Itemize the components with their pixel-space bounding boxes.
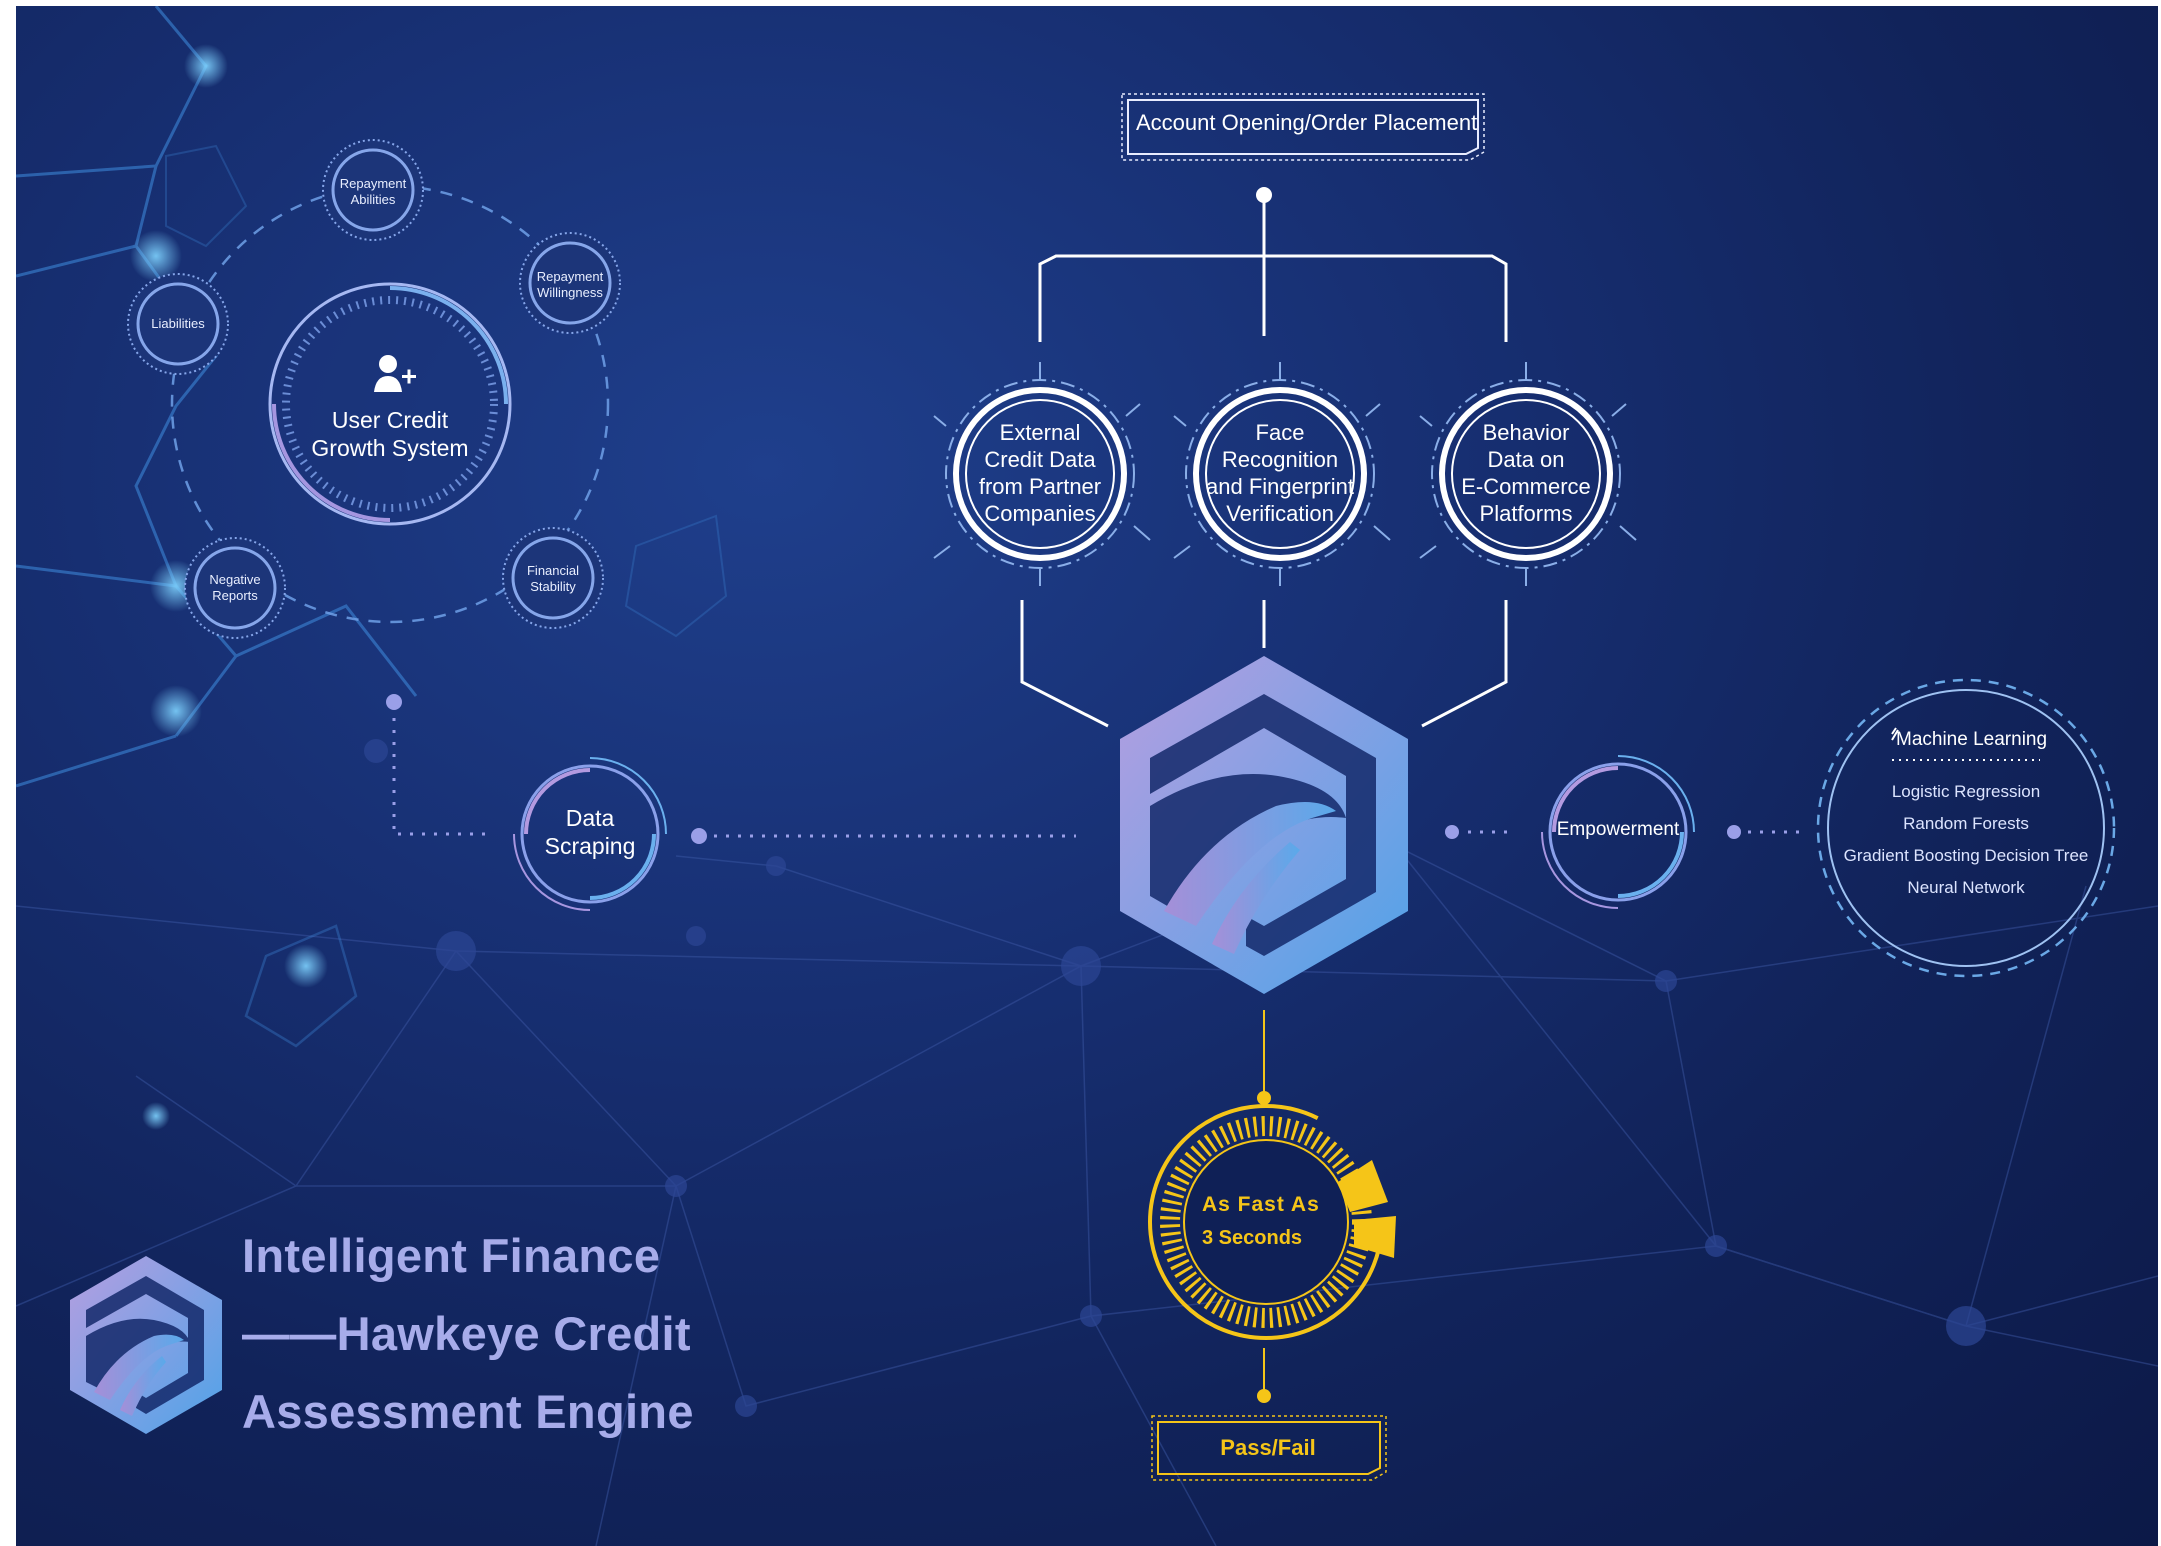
satellite-text: Financial — [526, 563, 580, 578]
satellite-text: Stability — [530, 578, 576, 594]
credit-system-cluster — [170, 184, 610, 624]
empowerment-label: Empowerment — [1556, 819, 1680, 840]
header-box — [1121, 93, 1485, 161]
satellite-rings — [127, 139, 621, 639]
title-line-1: Intelligent Finance — [242, 1229, 661, 1282]
satellite-negative-reports: Negative Reports — [185, 572, 285, 603]
data-source-line: Platforms — [1479, 501, 1573, 527]
satellite-text: Willingness — [537, 284, 603, 300]
data-source-line: External — [999, 420, 1081, 445]
hawkeye-logo-icon — [1120, 656, 1408, 994]
satellite-repayment-willingness: Repayment Willingness — [520, 269, 620, 300]
data-source-line: and Fingerprint — [1206, 474, 1354, 500]
data-scraping-line: Data — [565, 805, 615, 831]
speed-line-2: 3 Seconds — [1202, 1227, 1303, 1249]
credit-system-line-2: Growth System — [311, 435, 469, 462]
result-box — [1151, 1415, 1387, 1481]
diagram-graphics — [16, 6, 2158, 1546]
satellite-liabilities: Liabilities — [128, 316, 228, 332]
data-source-line: Data on — [1487, 447, 1565, 473]
brand-logo-icon — [70, 1256, 222, 1434]
data-source-line: Companies — [984, 501, 1096, 527]
result-label: Pass/Fail — [1220, 1435, 1316, 1460]
data-source-line: Credit Data — [984, 447, 1096, 473]
machine-learning-title: Machine Learning — [1896, 729, 2048, 750]
satellite-text: Repayment — [536, 269, 604, 284]
satellite-financial-stability: Financial Stability — [503, 563, 603, 594]
data-source-line: from Partner — [978, 474, 1102, 500]
data-source-external-credit: External Credit Data from Partner Compan… — [960, 419, 1120, 527]
ml-item: Logistic Regression — [1891, 782, 2041, 801]
satellite-text: Abilities — [350, 191, 396, 207]
title-line-3: Assessment Engine — [242, 1385, 694, 1438]
data-scraping-ring — [386, 694, 1076, 911]
user-add-icon — [374, 355, 416, 392]
data-source-line: Verification — [1226, 501, 1334, 527]
data-source-line: Recognition — [1221, 447, 1339, 473]
data-source-line: E-Commerce — [1461, 474, 1591, 500]
speed-line-1: As Fast As — [1202, 1193, 1320, 1216]
network-nodes — [364, 739, 1986, 1417]
satellite-text: Liabilities — [151, 316, 205, 331]
empowerment-ring — [1445, 755, 1804, 909]
credit-system-line-1: User Credit — [331, 407, 449, 433]
data-scraping-line: Scraping — [544, 833, 636, 860]
satellite-text: Repayment — [339, 176, 407, 191]
title-line-2: ——Hawkeye Credit — [242, 1307, 691, 1360]
data-source-biometric: Face Recognition and Fingerprint Verific… — [1195, 419, 1365, 527]
diagram-canvas: Account Opening/Order Placement User Cre… — [16, 6, 2158, 1546]
flow-connectors — [1020, 196, 1508, 728]
data-scraping-label: Data Scraping — [520, 804, 660, 861]
machine-learning-ring — [1816, 678, 2116, 978]
satellite-text: Negative — [209, 572, 261, 587]
data-source-line: Behavior — [1482, 420, 1570, 445]
ml-item: Gradient Boosting Decision Tree — [1843, 846, 2089, 865]
data-source-ecommerce: Behavior Data on E-Commerce Platforms — [1441, 419, 1611, 527]
ml-item: Random Forests — [1903, 814, 2029, 833]
data-source-rings — [933, 362, 1637, 586]
satellite-text: Reports — [212, 587, 258, 603]
satellite-repayment-abilities: Repayment Abilities — [323, 176, 423, 207]
ml-item: Neural Network — [1907, 878, 2025, 897]
credit-system-title: User Credit Growth System — [300, 406, 480, 463]
entry-label: Account Opening/Order Placement — [1136, 110, 1478, 135]
speed-gauge — [1148, 1010, 1396, 1403]
data-source-line: Face — [1255, 420, 1305, 445]
